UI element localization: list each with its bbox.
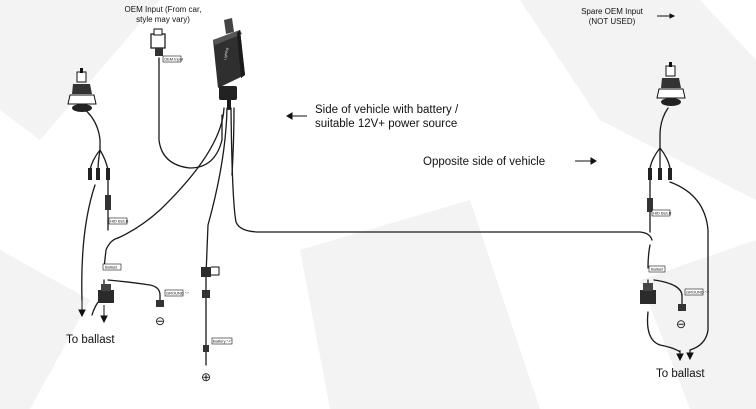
right-ground-symbol: ⊖ — [676, 317, 686, 331]
oem-input-label-line1: OEM Input (From car, — [125, 5, 202, 14]
right-hid-connector: HID BULB — [647, 198, 672, 217]
wiring-harness — [81, 57, 709, 366]
battery-side-label-line1: Side of vehicle with battery / — [315, 104, 459, 116]
battery-tag: Battery "+" — [213, 339, 233, 344]
battery-side-label-line2: suitable 12V+ power source — [315, 118, 457, 130]
left-ballast-connector: Ballast — [98, 263, 122, 303]
battery-terminal: Battery "+" ⊕ — [201, 337, 233, 384]
battery-plus-symbol: ⊕ — [201, 370, 211, 384]
left-hid-bulb-tag: HID BULB — [110, 219, 129, 224]
right-ground-tag: GROUND "-" — [686, 290, 710, 295]
oem-input-tag: OEM Input — [164, 57, 184, 62]
left-ground: GROUND "-" ⊖ — [155, 289, 190, 328]
relay-module: Lighting — [213, 18, 245, 100]
right-ballast-connector: Ballast — [640, 265, 666, 304]
left-ground-tag: GROUND "-" — [166, 291, 190, 296]
right-ballast-tag: Ballast — [651, 267, 664, 272]
spare-oem-label-line1: Spare OEM Input — [581, 7, 644, 16]
labels: OEM Input (From car, style may vary) Spa… — [66, 5, 705, 380]
left-ballast-tag: Ballast — [105, 265, 118, 270]
left-hid-connector: HID BULB — [105, 195, 129, 225]
oem-input-label-line2: style may vary) — [136, 15, 190, 24]
right-hid-bulb — [648, 62, 686, 180]
fuse-holder — [201, 266, 220, 298]
oem-input-connector: OEM Input — [150, 28, 184, 63]
to-ballast-right-label: To ballast — [656, 368, 705, 380]
right-hid-bulb-tag: HID BULB — [653, 211, 672, 216]
opposite-side-label: Opposite side of vehicle — [423, 156, 545, 168]
relay-brand-text: Lighting — [223, 47, 229, 60]
left-ground-symbol: ⊖ — [155, 314, 165, 328]
spare-oem-label-line2: (NOT USED) — [589, 17, 636, 26]
arrows — [78, 13, 694, 362]
left-hid-bulb — [67, 68, 110, 180]
to-ballast-left-label: To ballast — [66, 334, 115, 346]
right-ground: GROUND "-" ⊖ — [676, 288, 710, 331]
